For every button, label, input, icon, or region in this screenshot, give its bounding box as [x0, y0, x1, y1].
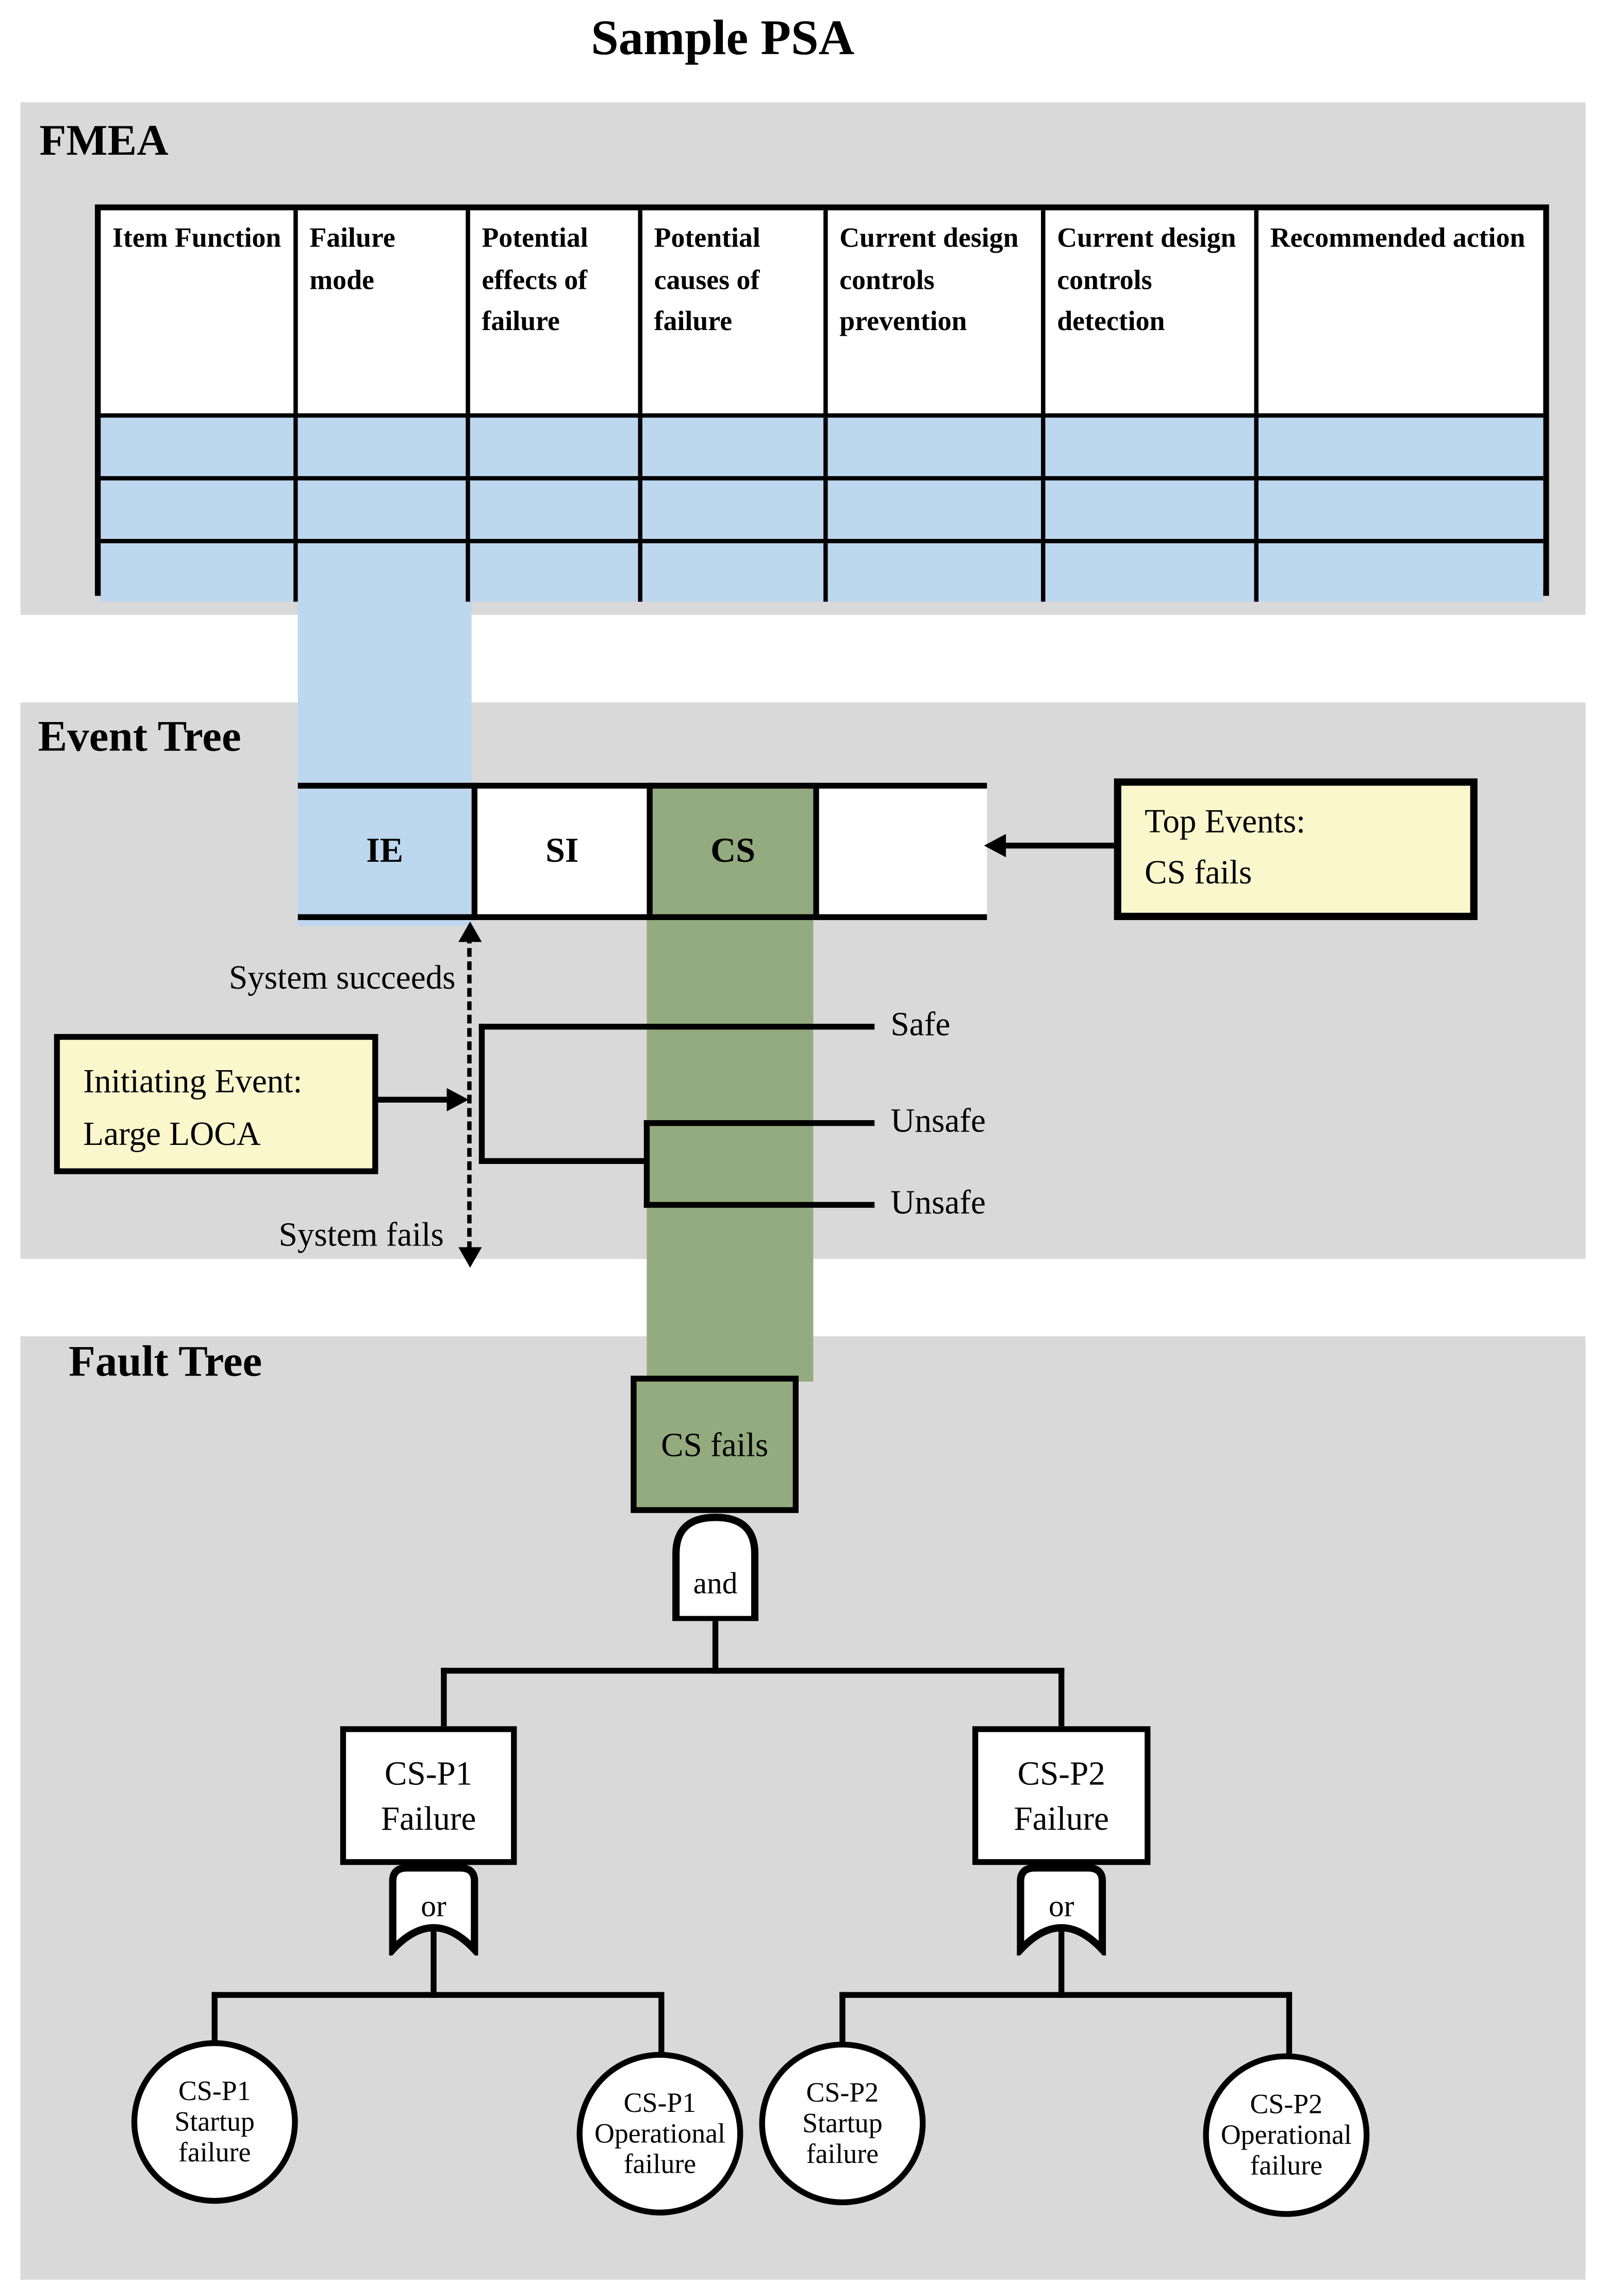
system-fails-label: System fails [278, 1216, 444, 1253]
fmea-col-header: Potential causes of failure [642, 210, 828, 414]
level1-drop-left [441, 1667, 447, 1727]
fmea-col-header: Current design controls prevention [828, 210, 1046, 414]
table-row [101, 413, 1544, 477]
outcome-safe-label: Safe [890, 1006, 951, 1043]
success-fail-dashed-line [467, 934, 472, 1251]
branch-vertical-2 [643, 1120, 650, 1208]
or-gate1-label: or [421, 1888, 446, 1924]
drop-csp2-operational [1286, 1992, 1293, 2055]
or-gate2-icon [1017, 1864, 1106, 1956]
initiating-event-line1: Initiating Event: [83, 1063, 303, 1100]
or-gate1-icon [389, 1864, 478, 1956]
basic-event-line: Operational [1220, 2120, 1352, 2151]
basic-event-line: Startup [802, 2108, 883, 2139]
and-gate-icon [672, 1514, 759, 1621]
page-title: Sample PSA [591, 11, 855, 66]
basic-event-line: failure [178, 2137, 251, 2168]
basic-event-csp1-startup: CS-P1 Startup failure [131, 2040, 298, 2204]
or-gate2-label: or [1048, 1888, 1074, 1924]
and-gate-stem [712, 1621, 719, 1674]
intermediate-line: CS-P1 [385, 1754, 473, 1792]
fmea-col-header: Recommended action [1270, 223, 1526, 254]
initiating-arrow-line [378, 1096, 450, 1103]
fmea-header-row: Item Function Failure mode Potential eff… [101, 210, 1543, 414]
basic-event-csp2-startup: CS-P2 Startup failure [759, 2041, 926, 2206]
drop-csp1-operational [658, 1992, 665, 2055]
event-tree-header-cs: CS [647, 782, 814, 921]
event-tree-header-si: SI [471, 782, 647, 921]
system-succeeds-label: System succeeds [228, 959, 456, 996]
fmea-col-header: Current design controls detection [1046, 210, 1259, 414]
fmea-section-label: FMEA [39, 117, 169, 165]
event-tree-header-ie: IE [297, 782, 472, 921]
intermediate-line: Failure [1014, 1800, 1109, 1836]
table-row [101, 476, 1544, 539]
basic-event-line: Operational [594, 2118, 725, 2149]
level1-drop-right [1058, 1667, 1065, 1727]
initiating-event-note: Initiating Event: Large LOCA [54, 1034, 378, 1174]
fmea-table: Item Function Failure mode Potential eff… [95, 204, 1549, 602]
down-arrowhead-icon [458, 1247, 482, 1268]
branch-unsafe2-line [643, 1202, 875, 1208]
level1-connector [441, 1667, 1065, 1674]
table-row [101, 538, 1544, 602]
branch-vertical-1 [478, 1024, 485, 1164]
basic-event-line: failure [623, 2149, 697, 2180]
basic-event-csp2-operational: CS-P2 Operational failure [1203, 2053, 1370, 2217]
fmea-col-header: Failure mode [298, 210, 470, 414]
top-event-label: CS fails [661, 1426, 769, 1463]
drop-csp2-startup [839, 1992, 846, 2043]
or-gate1-stem [431, 1925, 437, 1998]
initiating-arrowhead-icon [446, 1088, 469, 1111]
fault-tree-top-event-box: CS fails [631, 1375, 799, 1513]
basic-event-line: failure [806, 2139, 879, 2170]
initiating-event-line2: Large LOCA [83, 1116, 261, 1153]
top-events-arrowhead-icon [984, 833, 1006, 858]
intermediate-line: CS-P2 [1017, 1754, 1105, 1792]
event-tree-header-blank [813, 782, 987, 921]
top-events-line2: CS fails [1145, 854, 1252, 891]
basic-event-line: CS-P1 [623, 2088, 697, 2119]
outcome-unsafe2-label: Unsafe [890, 1184, 986, 1221]
fault-tree-section-label: Fault Tree [69, 1337, 262, 1386]
basic-event-line: CS-P1 [178, 2076, 251, 2107]
drop-csp1-startup [211, 1992, 218, 2043]
basic-event-line: CS-P2 [1250, 2089, 1323, 2120]
outcome-unsafe1-label: Unsafe [890, 1103, 986, 1139]
branch-lower-line [478, 1158, 647, 1164]
branch-unsafe1-line [643, 1120, 875, 1126]
basic-event-csp1-operational: CS-P1 Operational failure [576, 2052, 743, 2216]
event-tree-section-label: Event Tree [38, 712, 241, 761]
up-arrowhead-icon [458, 921, 482, 942]
basic-event-line: Startup [174, 2106, 255, 2138]
basic-event-line: failure [1250, 2150, 1322, 2182]
intermediate-event-cs-p1: CS-P1 Failure [340, 1726, 517, 1865]
fmea-col-header: Item Function [101, 210, 298, 414]
top-events-arrow-line [1004, 842, 1114, 849]
branch-safe-line [478, 1024, 875, 1030]
fmea-col-header: Potential effects of failure [470, 210, 642, 414]
green-band-overlay-2 [647, 1336, 814, 1382]
intermediate-line: Failure [380, 1800, 476, 1836]
level2-connector-left [211, 1992, 665, 1998]
intermediate-event-cs-p2: CS-P2 Failure [972, 1726, 1151, 1865]
or-gate2-stem [1058, 1925, 1065, 1998]
top-events-line1: Top Events: [1145, 803, 1306, 840]
level2-connector-right [839, 1992, 1293, 1998]
and-gate-label: and [693, 1565, 738, 1601]
basic-event-line: CS-P2 [806, 2077, 879, 2108]
top-events-note: Top Events: CS fails [1114, 778, 1478, 921]
